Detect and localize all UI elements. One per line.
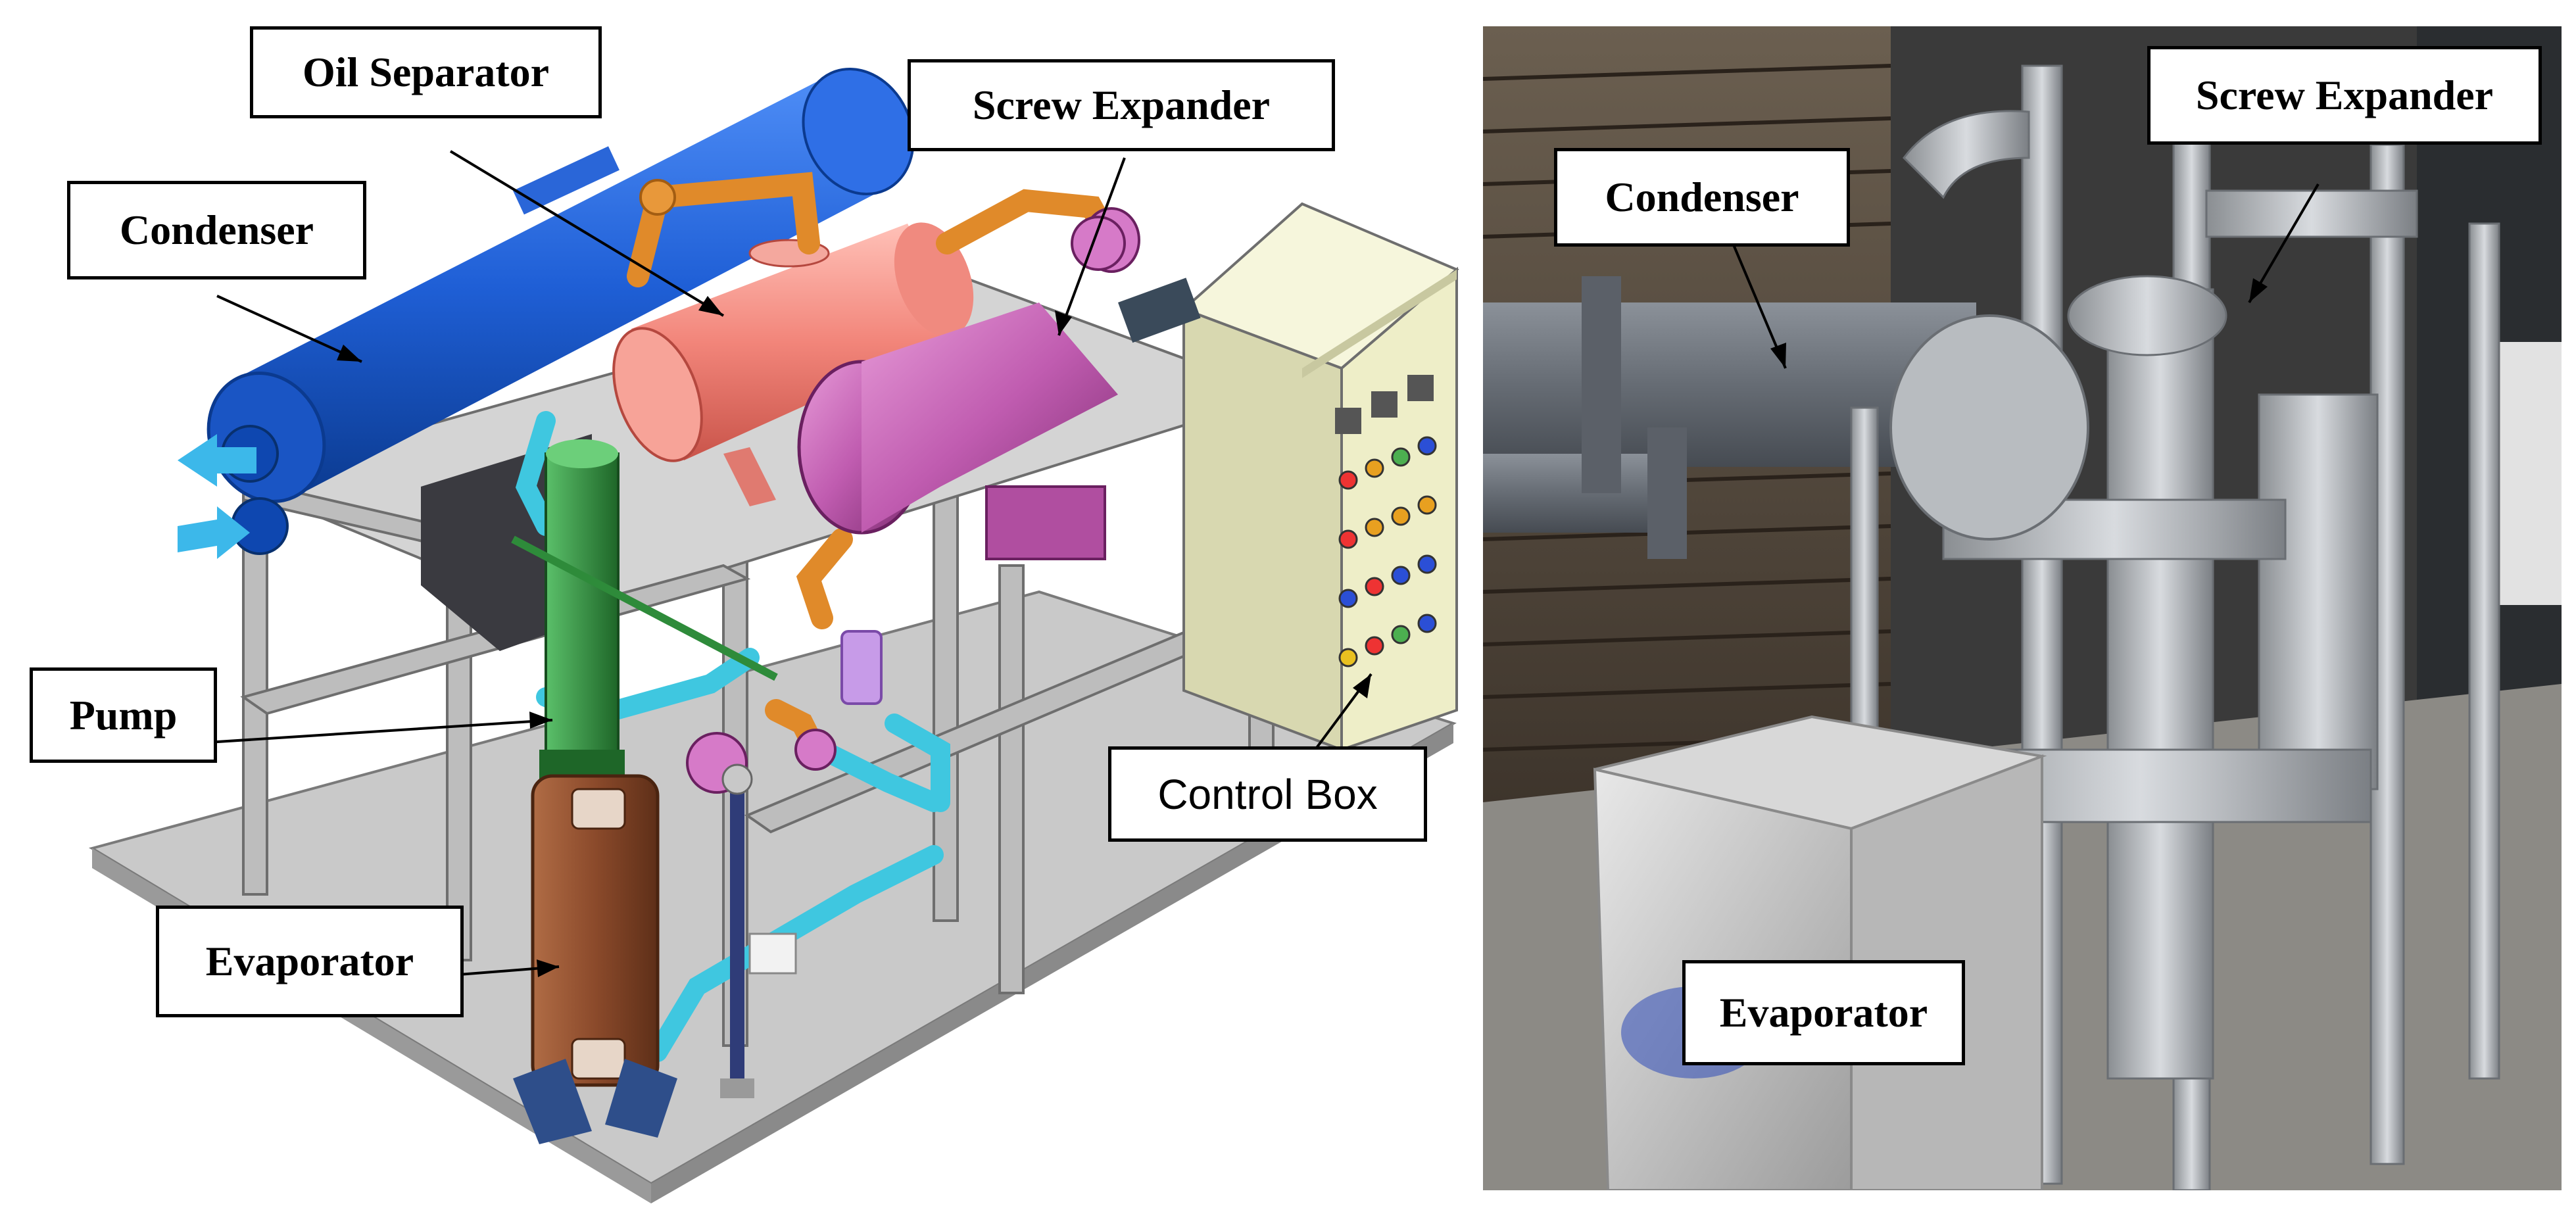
photo-evaporator (1593, 715, 2047, 1190)
label-condenser-photo: Condenser (1554, 148, 1850, 247)
condenser-body (207, 67, 915, 555)
label-condenser-cad: Condenser (67, 181, 366, 279)
photo-tank-end (1889, 314, 2089, 541)
control-box (1181, 202, 1459, 752)
label-oil-separator: Oil Separator (250, 26, 602, 118)
photo-condenser (1483, 276, 1976, 559)
label-pump: Pump (30, 667, 217, 763)
photo-leader-arrowheads (1770, 278, 2268, 368)
inflow-arrow (178, 506, 250, 559)
label-evaporator-cad: Evaporator (156, 906, 464, 1017)
label-control-box: Control Box (1108, 746, 1427, 842)
label-screw-expander-photo: Screw Expander (2147, 46, 2542, 145)
cad-leader-arrowheads (337, 296, 1371, 977)
label-evaporator-photo: Evaporator (1682, 960, 1965, 1065)
label-screw-expander-cad: Screw Expander (908, 59, 1335, 151)
outflow-arrow (178, 434, 256, 487)
oil-separator-body (612, 222, 974, 506)
cad-rendering: Oil Separator Condenser Screw Expander P… (0, 26, 1473, 1210)
cad-leader-lines (197, 150, 1373, 978)
pump-body (511, 439, 778, 783)
valves (686, 216, 1126, 794)
filter-column (730, 776, 744, 1092)
facility-photo: Condenser Screw Expander Evaporator (1483, 26, 2562, 1190)
evaporator-body (513, 774, 677, 1144)
cad-drawing (88, 67, 1459, 1203)
